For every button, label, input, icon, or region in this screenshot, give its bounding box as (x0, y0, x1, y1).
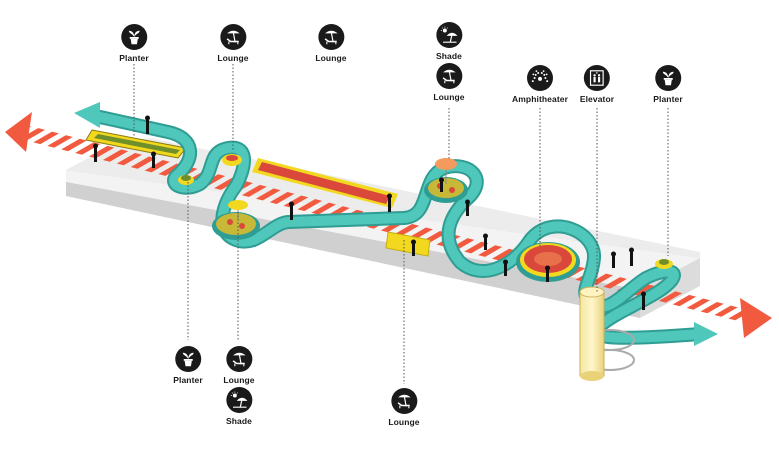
path-arrow-right (694, 322, 718, 346)
callout-elevator: Elevator (580, 65, 614, 104)
elevator-tower (579, 286, 635, 381)
callout-lounge-top-2: Lounge (315, 24, 347, 63)
elevator-icon (584, 65, 610, 91)
callout-label: Elevator (579, 94, 615, 104)
callout-label: Shade (435, 51, 463, 61)
lounge-icon (225, 346, 252, 372)
callout-lounge-top-1: Lounge (217, 24, 249, 63)
lounge-boxes (385, 231, 431, 257)
callout-label: Amphitheater (512, 94, 568, 104)
callout-label: Lounge (433, 92, 465, 102)
callout-planter-top: Planter (119, 24, 149, 63)
planter-icon (121, 24, 147, 50)
leader-lines (133, 64, 669, 384)
lounge-seating (252, 158, 398, 208)
callout-label: Lounge (223, 375, 255, 385)
lounge-icon (219, 24, 246, 50)
lounge-icon (317, 24, 344, 50)
people-silhouettes (93, 115, 646, 310)
callout-label: Planter (119, 53, 149, 63)
small-planter-pod (222, 154, 242, 166)
callout-shade-lounge-top: Shade Lounge (433, 22, 465, 102)
planter-pod-left (178, 175, 194, 185)
shade-pod (424, 158, 468, 203)
callout-label: Lounge (315, 53, 347, 63)
callout-planter-bottom: Planter (173, 346, 203, 385)
planter-strip (85, 129, 187, 159)
path-arrow-left (74, 102, 100, 128)
arrow-head-left (5, 112, 32, 152)
callout-lounge-bottom: Lounge (388, 388, 420, 427)
shade-icon (435, 22, 462, 48)
shade-icon (225, 387, 252, 413)
walkway-path (74, 102, 718, 346)
callout-label: Shade (225, 416, 253, 426)
planter-icon (175, 346, 201, 372)
planter-icon (655, 65, 681, 91)
callout-label: Lounge (388, 417, 420, 427)
planter-pod-1 (212, 200, 260, 240)
callout-label: Planter (173, 375, 203, 385)
callout-amphitheater: Amphitheater (512, 65, 568, 104)
arrow-head-right (740, 298, 772, 338)
callout-label: Lounge (217, 53, 249, 63)
amphitheater-pod (516, 242, 580, 282)
planter-pod-end (655, 259, 673, 269)
callout-planter-top-right: Planter (653, 65, 683, 104)
lounge-icon (435, 63, 462, 89)
callout-label: Planter (653, 94, 683, 104)
lounge-icon (390, 388, 417, 414)
callout-lounge-shade-bottom: Lounge Shade (223, 346, 255, 426)
amphitheater-icon (527, 65, 553, 91)
